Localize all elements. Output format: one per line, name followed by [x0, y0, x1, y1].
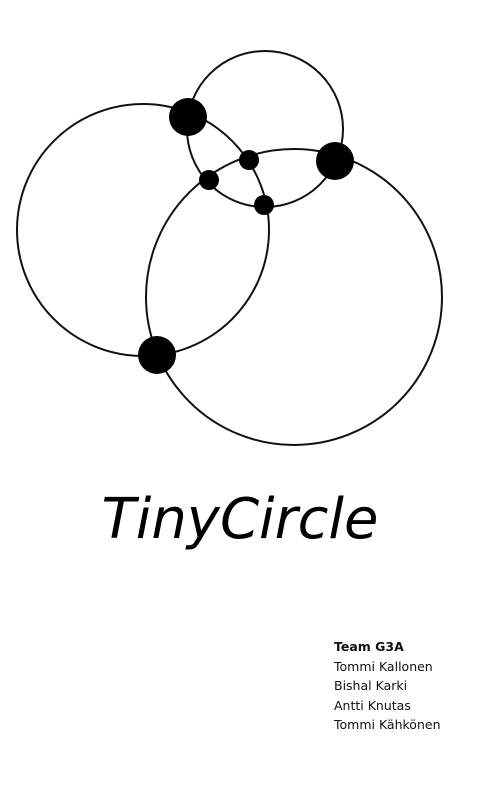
- logo-node-top-left: [169, 98, 207, 136]
- logo-node-right: [316, 142, 354, 180]
- logo-node-bottom: [138, 336, 176, 374]
- team-credits: Team G3A Tommi Kallonen Bishal Karki Ant…: [334, 637, 474, 735]
- logo-ring-right: [145, 148, 443, 446]
- logo-node-inner-left: [199, 170, 219, 190]
- team-member: Tommi Kallonen: [334, 658, 433, 674]
- tinycircle-logo-icon: [16, 50, 443, 446]
- team-name: Team G3A: [334, 639, 404, 654]
- app-title: TinyCircle: [101, 487, 379, 552]
- logo-ring-left: [16, 103, 270, 357]
- team-member: Antti Knutas: [334, 697, 411, 713]
- team-member: Tommi Kähkönen: [334, 717, 441, 732]
- logo-node-inner-top: [239, 150, 259, 170]
- logo-node-inner-right: [254, 195, 274, 215]
- team-member: Bishal Karki: [334, 678, 408, 693]
